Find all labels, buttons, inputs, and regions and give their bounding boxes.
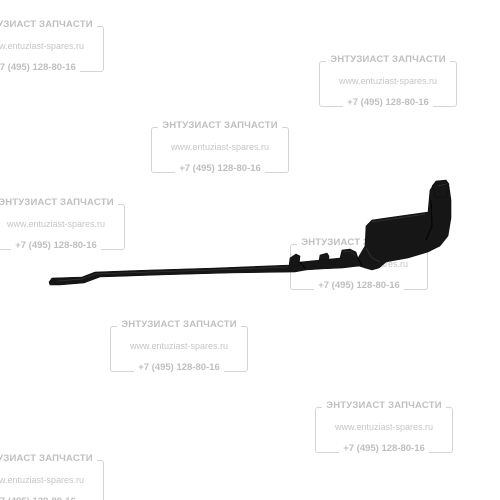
watermark: ЭНТУЗИАСТ ЗАПЧАСТИ www.entuziast-spares.… <box>319 53 457 115</box>
watermark: ЭНТУЗИАСТ ЗАПЧАСТИ www.entuziast-spares.… <box>315 399 453 461</box>
watermark: ЭНТУЗИАСТ ЗАПЧАСТИ www.entuziast-spares.… <box>110 318 248 380</box>
bracket-shadows <box>299 199 433 269</box>
watermark-phone: +7 (495) 128-80-16 <box>0 496 80 500</box>
watermark-brand: ЭНТУЗИАСТ ЗАПЧАСТИ <box>0 19 97 30</box>
bracket-highlights <box>57 183 447 282</box>
bracket-silhouette <box>48 179 452 286</box>
watermark-brand: ЭНТУЗИАСТ ЗАПЧАСТИ <box>117 319 241 330</box>
watermark: ЭНТУЗИАСТ ЗАПЧАСТИ www.entuziast-spares.… <box>151 119 289 181</box>
watermark-phone: +7 (495) 128-80-16 <box>314 280 404 291</box>
watermark-phone: +7 (495) 128-80-16 <box>339 443 429 454</box>
watermark: ЭНТУЗИАСТ ЗАПЧАСТИ www.entuziast-spares.… <box>0 18 104 80</box>
watermark-phone: +7 (495) 128-80-16 <box>343 97 433 108</box>
watermark-brand: ЭНТУЗИАСТ ЗАПЧАСТИ <box>297 237 421 248</box>
watermark-phone: +7 (495) 128-80-16 <box>11 240 101 251</box>
watermark-site: www.entuziast-spares.ru <box>0 475 85 485</box>
watermark-site: www.entuziast-spares.ru <box>129 341 229 351</box>
watermark-phone: +7 (495) 128-80-16 <box>134 362 224 373</box>
watermark: ЭНТУЗИАСТ ЗАПЧАСТИ www.entuziast-spares.… <box>0 452 104 500</box>
watermark-phone: +7 (495) 128-80-16 <box>0 62 80 73</box>
watermark-phone: +7 (495) 128-80-16 <box>175 163 265 174</box>
watermark-brand: ЭНТУЗИАСТ ЗАПЧАСТИ <box>0 197 118 208</box>
watermark-site: www.entuziast-spares.ru <box>170 142 270 152</box>
watermark-site: www.entuziast-spares.ru <box>0 41 85 51</box>
watermark-brand: ЭНТУЗИАСТ ЗАПЧАСТИ <box>326 54 450 65</box>
watermark: ЭНТУЗИАСТ ЗАПЧАСТИ www.entuziast-spares.… <box>0 196 125 258</box>
watermark-brand: ЭНТУЗИАСТ ЗАПЧАСТИ <box>0 453 97 464</box>
watermark-site: www.entuziast-spares.ru <box>334 422 434 432</box>
watermark-site: www.entuziast-spares.ru <box>6 219 106 229</box>
watermark-site: www.entuziast-spares.ru <box>338 76 438 86</box>
watermark-brand: ЭНТУЗИАСТ ЗАПЧАСТИ <box>158 120 282 131</box>
watermark-brand: ЭНТУЗИАСТ ЗАПЧАСТИ <box>322 400 446 411</box>
